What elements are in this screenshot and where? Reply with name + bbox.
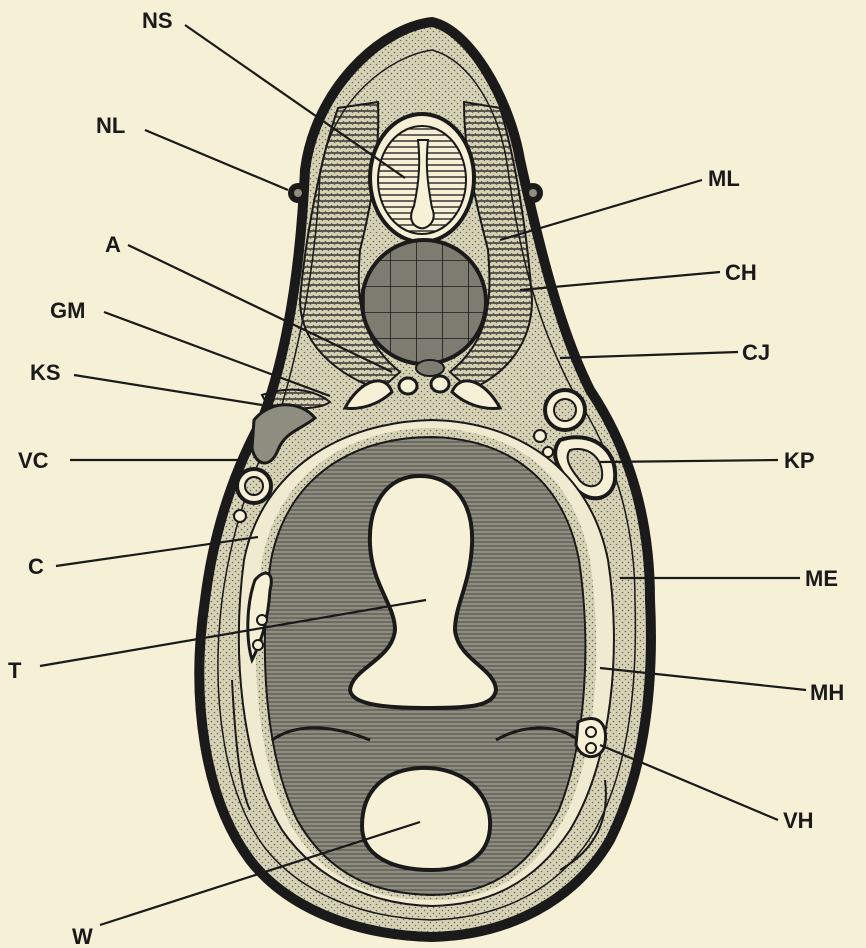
vessel-left-lower-1	[257, 615, 267, 625]
label-nl: NL	[96, 113, 125, 138]
leader-nl	[145, 130, 288, 190]
label-a: A	[105, 232, 121, 257]
label-vh: VH	[783, 808, 814, 833]
leader-cj	[560, 352, 738, 358]
notochord-sheath-bottom	[416, 360, 444, 376]
label-cj: CJ	[742, 340, 770, 365]
label-mh: MH	[810, 680, 844, 705]
label-w: W	[72, 924, 93, 948]
small-vessel-left	[234, 510, 246, 522]
small-vessel-right-1	[534, 430, 546, 442]
label-t: T	[8, 658, 22, 683]
lateral-nerve-right-inner	[529, 189, 537, 197]
vessel-left-lower-2	[253, 640, 263, 650]
vessel-right	[431, 376, 449, 392]
label-c: C	[28, 554, 44, 579]
label-ks: KS	[30, 360, 61, 385]
label-kp: KP	[784, 448, 815, 473]
label-me: ME	[805, 566, 838, 591]
kidney-tubule-right-top-inner	[554, 399, 576, 421]
vessel-right-lower-2	[586, 743, 596, 753]
vessel-right-lower-1	[586, 727, 596, 737]
label-ns: NS	[142, 8, 173, 33]
label-gm: GM	[50, 298, 85, 323]
notochord	[362, 240, 486, 364]
yolk-cavity-lumen	[362, 768, 490, 870]
lateral-nerve-left-inner	[294, 189, 302, 197]
label-ml: ML	[708, 166, 740, 191]
cardinal-vein-left-inner	[245, 477, 263, 495]
leader-ks	[74, 375, 262, 405]
vessel-left	[399, 378, 417, 394]
label-ch: CH	[725, 260, 757, 285]
label-vc: VC	[18, 448, 49, 473]
